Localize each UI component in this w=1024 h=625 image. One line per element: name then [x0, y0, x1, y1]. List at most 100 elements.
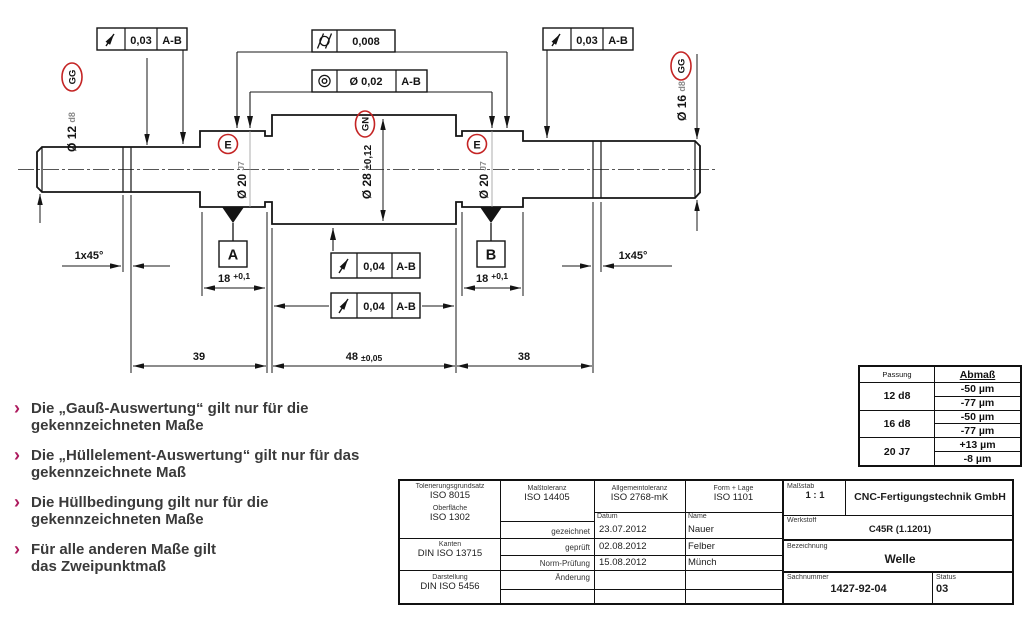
- fcf-datum: A-B: [396, 301, 416, 313]
- deviation-cell: +13 µm: [934, 437, 1020, 452]
- scale-value: 1 : 1: [805, 490, 825, 501]
- norm-label: Darstellung: [432, 574, 468, 581]
- cylindricity-icon: [316, 33, 333, 49]
- cell-value: ISO 14405: [524, 492, 570, 503]
- datum-triangle-icon: [222, 207, 244, 223]
- fcf-value: 0,008: [352, 36, 380, 48]
- fit-cell: 12 d8: [860, 382, 934, 410]
- dim-dia16: Ø 16 d8: [675, 81, 689, 121]
- norm-tolerierungsgrundsatz: Tolerierungsgrundsatz ISO 8015 Oberfläch…: [400, 483, 500, 523]
- note-text: Die Hüllbedingung gilt nur für die geken…: [31, 494, 269, 528]
- norm-value: ISO 1302: [429, 512, 471, 523]
- norm-kanten: Kanten DIN ISO 13715: [400, 541, 500, 559]
- cell-value: ISO 2768-mK: [610, 492, 669, 503]
- fcf-concentricity: Ø 0,02 A-B: [311, 69, 428, 93]
- sig-role: Norm-Prüfung: [539, 559, 590, 568]
- stamp-envelope-right: E: [466, 133, 488, 155]
- fcf-datum: A-B: [401, 76, 421, 88]
- cell-label: Maßstab: [787, 483, 815, 490]
- stamp-gauss-left: GG: [61, 62, 83, 92]
- fit-table-header-abmass: Abmaß: [934, 367, 1020, 382]
- cell-status: Status 03: [936, 574, 1012, 595]
- norm-darstellung: Darstellung DIN ISO 5456: [400, 574, 500, 592]
- partno-value: 1427-92-04: [830, 583, 887, 595]
- dim-39: 39: [193, 351, 205, 363]
- fcf-value: 0,04: [363, 301, 385, 313]
- sig-date: 23.07.2012: [599, 524, 647, 535]
- svg-text:GG: GG: [68, 70, 79, 85]
- chevron-bullet-icon: ›: [14, 539, 20, 559]
- datum-letter: A: [228, 248, 239, 264]
- fcf-datum: A-B: [608, 35, 628, 47]
- deviation-cell: -50 µm: [934, 382, 1020, 396]
- fit-cell: 16 d8: [860, 409, 934, 438]
- cell-label: Bezeichnung: [787, 543, 828, 550]
- fcf-value: 0,03: [576, 35, 597, 47]
- sig-name: Münch: [688, 557, 717, 568]
- norm-value: DIN ISO 13715: [417, 548, 483, 559]
- notes-list: › Die „Gauß-Auswertung“ gilt nur für die…: [14, 398, 414, 588]
- cell-label: Maßtoleranz: [527, 485, 567, 492]
- cell-label: Status: [936, 574, 956, 581]
- stamp-hull-center: GN: [354, 110, 376, 138]
- fit-table-header-passung: Passung: [882, 370, 912, 379]
- dim-18-right: 18 +0,1: [476, 271, 508, 285]
- datum-b: B: [476, 207, 506, 268]
- datum-a: A: [218, 207, 248, 268]
- norm-value: ISO 8015: [429, 490, 471, 501]
- cell-label: Allgemeintoleranz: [611, 485, 668, 492]
- name-column-header: Name: [688, 513, 707, 520]
- sig-date: 15.08.2012: [599, 557, 647, 568]
- shaft-technical-drawing: 0,03 A-B 0,008 Ø 0,02 A-B: [18, 27, 718, 373]
- fcf-runout-upper: 0,04 A-B: [330, 252, 421, 279]
- company-name: CNC-Fertigungstechnik GmbH: [854, 491, 1006, 503]
- note-text: Für alle anderen Maße gilt das Zweipunkt…: [31, 541, 217, 575]
- material-value: C45R (1.1201): [868, 524, 932, 535]
- runout-icon: [105, 33, 115, 47]
- journal-thin-lines: [249, 131, 493, 207]
- runout-icon: [551, 33, 561, 47]
- dim-dia28: Ø 28 ±0,12: [360, 144, 374, 199]
- deviation-cell: -77 µm: [934, 423, 1020, 438]
- cell-bezeichnung: Bezeichnung Welle: [787, 543, 1013, 566]
- cell-werkstoff: Werkstoff C45R (1.1201): [787, 517, 1013, 535]
- shaft-edge-lines: [41, 141, 696, 198]
- dim-18-left: 18 +0,1: [218, 271, 250, 285]
- cell-form-lage: Form + Lage ISO 1101: [685, 485, 782, 503]
- dimension-lines: [37, 54, 700, 369]
- fcf-value: 0,03: [130, 35, 151, 47]
- extension-lines: [122, 195, 602, 373]
- svg-text:E: E: [473, 140, 480, 152]
- norm-label: Oberfläche: [432, 505, 468, 512]
- dim-dia20-left: Ø 20 J7: [236, 161, 249, 199]
- fit-deviation-table: Passung Abmaß 12 d8 -50 µm -77 µm 16 d8 …: [858, 365, 1022, 467]
- datum-letter: B: [486, 248, 496, 264]
- fcf-value: 0,04: [363, 261, 385, 273]
- sig-role: gezeichnet: [551, 527, 590, 536]
- fit-cell: 20 J7: [860, 437, 934, 465]
- svg-text:GN: GN: [361, 117, 372, 131]
- fcf-datum: A-B: [396, 261, 416, 273]
- deviation-cell: -77 µm: [934, 395, 1020, 410]
- deviation-cell: -50 µm: [934, 409, 1020, 424]
- title-block: Tolerierungsgrundsatz ISO 8015 Oberfläch…: [398, 479, 1014, 605]
- dim-chamfer-right: 1x45°: [619, 250, 648, 262]
- designation-value: Welle: [884, 552, 916, 566]
- norm-label: Kanten: [438, 541, 462, 548]
- note-item: › Die „Gauß-Auswertung“ gilt nur für die…: [14, 398, 414, 434]
- chevron-bullet-icon: ›: [14, 445, 20, 465]
- sig-role: Änderung: [555, 573, 590, 582]
- cell-sachnummer: Sachnummer 1427-92-04: [787, 574, 930, 595]
- fcf-datum: A-B: [162, 35, 182, 47]
- datum-column-header: Datum: [597, 513, 618, 520]
- cell-label: Werkstoff: [787, 517, 817, 524]
- runout-icon: [338, 298, 349, 314]
- norm-label: Tolerierungsgrundsatz: [415, 483, 485, 490]
- cell-allgemeintoleranz: Allgemeintoleranz ISO 2768-mK: [594, 485, 685, 503]
- svg-text:GG: GG: [677, 59, 688, 74]
- chevron-bullet-icon: ›: [14, 398, 20, 418]
- dim-48: 48 ±0,05: [346, 351, 383, 363]
- sig-name: Felber: [688, 541, 715, 552]
- note-text: Die „Gauß-Auswertung“ gilt nur für die g…: [31, 400, 309, 434]
- cell-label: Form + Lage: [713, 485, 754, 492]
